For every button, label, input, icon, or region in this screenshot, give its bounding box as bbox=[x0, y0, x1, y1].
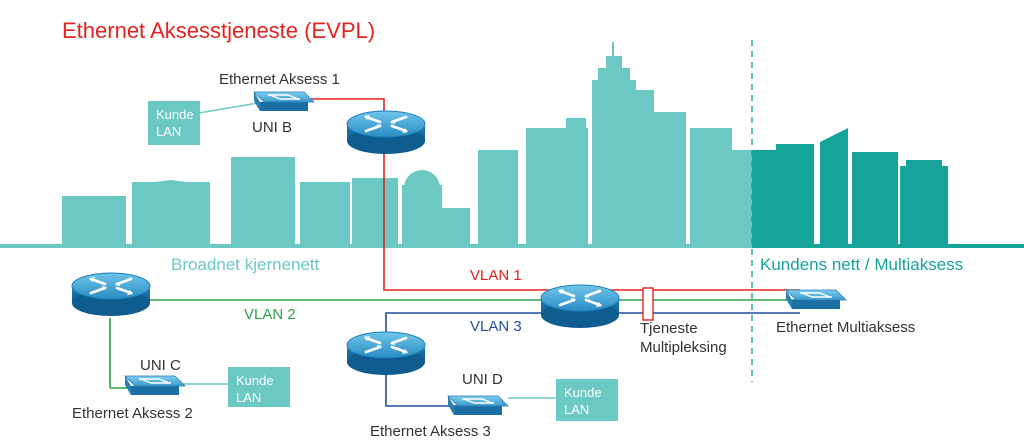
access-1-name: Ethernet Aksess 1 bbox=[219, 71, 340, 88]
access-3-name: Ethernet Aksess 3 bbox=[370, 423, 491, 440]
switch-icon bbox=[253, 91, 315, 112]
zone-core-label: Broadnet kjernenett bbox=[171, 255, 320, 274]
zone-customer-label: Kundens nett / Multiaksess bbox=[760, 255, 964, 274]
router-icon bbox=[345, 109, 427, 156]
vlan3-label: VLAN 3 bbox=[470, 318, 522, 335]
multiplexing-line1: Tjeneste bbox=[640, 320, 698, 337]
multiaccess-label: Ethernet Multiaksess bbox=[776, 319, 916, 336]
router-icon bbox=[345, 330, 427, 377]
diagram-title: Ethernet Aksesstjeneste (EVPL) bbox=[62, 18, 376, 43]
kunde-lan-2: Kunde LAN bbox=[228, 367, 290, 407]
access-2-name: Ethernet Aksess 2 bbox=[72, 405, 193, 422]
access-1-uni: UNI B bbox=[252, 119, 293, 136]
switch-icon bbox=[785, 289, 847, 310]
skyline-customer bbox=[752, 128, 948, 246]
access-2-uni: UNI C bbox=[140, 357, 181, 374]
skyline-core bbox=[62, 42, 752, 246]
router-icon bbox=[539, 283, 621, 330]
vlan2-label: VLAN 2 bbox=[244, 306, 296, 323]
vlan3-link bbox=[385, 312, 800, 336]
router-icon bbox=[70, 271, 152, 318]
access-3-uni: UNI D bbox=[462, 371, 503, 388]
multiplexing-marker bbox=[642, 287, 654, 321]
vlan1-label: VLAN 1 bbox=[470, 267, 522, 284]
switch-icon bbox=[447, 395, 509, 416]
vlan1-link bbox=[286, 98, 800, 291]
kunde-lan-1: Kunde LAN bbox=[148, 101, 200, 145]
multiplexing-line2: Multipleksing bbox=[640, 339, 727, 356]
kunde-lan-3: Kunde LAN bbox=[556, 379, 618, 421]
switch-icon bbox=[124, 375, 186, 396]
